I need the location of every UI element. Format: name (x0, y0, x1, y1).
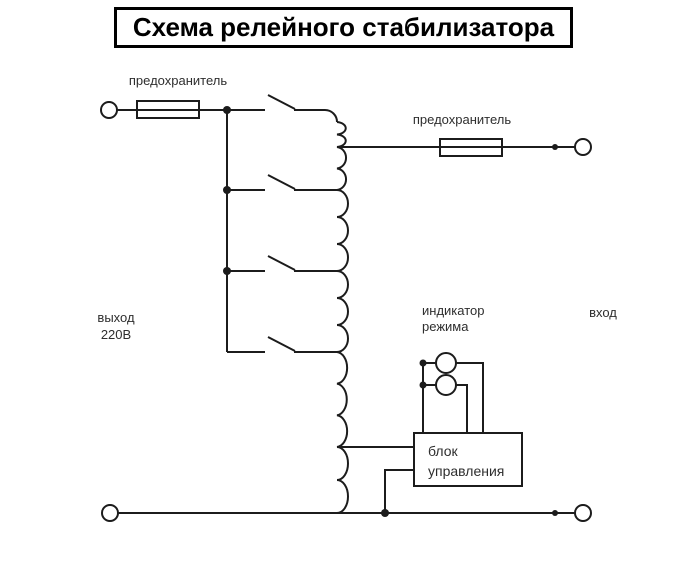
mode-indicator-lamps (419, 352, 484, 432)
indicator-label-line1: индикатор (422, 303, 485, 318)
junction-dot (552, 144, 558, 150)
relay-contact-1 (227, 94, 338, 123)
control-unit-wiring (338, 446, 413, 517)
relay-contact-3 (227, 255, 337, 272)
indicator-label-line2: режима (422, 319, 469, 334)
output-label-line1: выход (97, 310, 135, 325)
indicator-lamp-1 (435, 352, 457, 374)
control-unit-line2: управления (428, 463, 505, 479)
junction-dot (419, 381, 427, 389)
input-branch-top (338, 138, 592, 157)
indicator-lamp-2 (435, 374, 457, 396)
junction-dot (552, 510, 558, 516)
output-label-line2: 220В (100, 327, 132, 342)
relay-tap-bus (223, 106, 231, 352)
page-title: Схема релейного стабилизатора (132, 12, 555, 42)
output-terminal-bottom (101, 504, 119, 522)
title-box: Схема релейного стабилизатора (114, 7, 573, 48)
input-terminal-bottom (574, 504, 592, 522)
autotransformer-winding (336, 121, 349, 514)
control-unit-line1: блок (428, 443, 458, 459)
control-unit-box: блок управления (413, 432, 523, 487)
junction-dot (419, 359, 427, 367)
input-label: вход (589, 305, 617, 320)
fuse-input-side (439, 138, 503, 157)
fuse-output-side (136, 100, 200, 119)
relay-contact-4 (227, 336, 337, 353)
mode-indicator-label: индикатор режима (422, 303, 512, 335)
fuse-right-label: предохранитель (412, 112, 512, 127)
bottom-rail (101, 504, 592, 522)
output-terminal-top (100, 101, 118, 119)
output-voltage-label: выход 220В (85, 309, 147, 343)
relay-contact-2 (227, 174, 337, 191)
fuse-left-label: предохранитель (128, 73, 228, 88)
output-branch-top (100, 100, 227, 119)
input-terminal-top (574, 138, 592, 156)
